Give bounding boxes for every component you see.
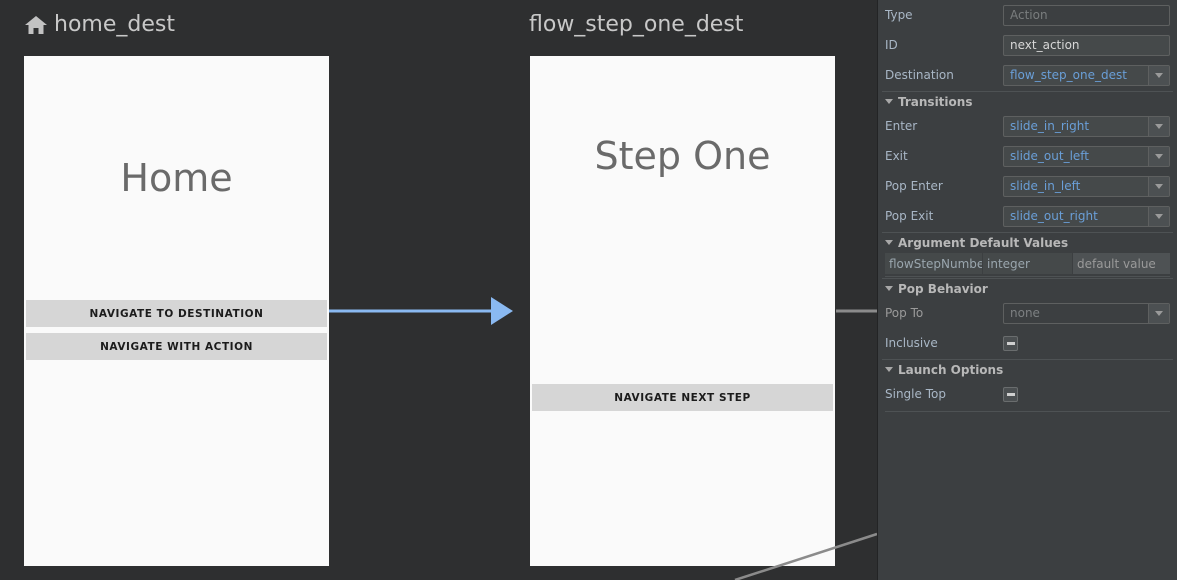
section-title: Argument Default Values xyxy=(898,235,1069,250)
destination-label: home_dest xyxy=(54,12,175,37)
chevron-down-icon[interactable] xyxy=(1148,146,1169,166)
preview-button-navigate-to-destination[interactable]: NAVIGATE TO DESTINATION xyxy=(26,300,327,327)
triangle-down-icon[interactable] xyxy=(885,99,893,104)
pop-exit-transition-value: slide_out_right xyxy=(1010,208,1098,223)
inclusive-checkbox[interactable] xyxy=(1003,335,1018,351)
property-row-enter[interactable]: Enter slide_in_right xyxy=(882,111,1173,141)
enter-transition-value: slide_in_right xyxy=(1010,118,1090,133)
argument-name-cell[interactable]: flowStepNumbe xyxy=(885,253,983,274)
chevron-down-icon[interactable] xyxy=(1148,116,1169,136)
checkbox-indeterminate-icon xyxy=(1006,341,1015,345)
section-title: Launch Options xyxy=(898,362,1004,377)
navigation-graph-canvas[interactable]: home_dest Home NAVIGATE TO DESTINATION N… xyxy=(0,0,877,580)
enter-transition-dropdown[interactable]: slide_in_right xyxy=(1003,115,1170,137)
property-label-pop-exit: Pop Exit xyxy=(885,209,934,223)
argument-default-value-cell[interactable]: default value xyxy=(1073,253,1170,274)
chevron-down-icon[interactable] xyxy=(1148,65,1169,85)
argument-table-divider xyxy=(885,276,1170,277)
checkbox-indeterminate-icon xyxy=(1006,392,1015,396)
screen-title-home: Home xyxy=(120,156,233,200)
destination-preview-flow-step-one-dest[interactable]: Step One NAVIGATE NEXT STEP xyxy=(530,56,835,566)
section-header-launch-options[interactable]: Launch Options xyxy=(882,359,1173,379)
screen-title-step-one: Step One xyxy=(594,134,771,178)
properties-panel[interactable]: Type Action ID next_action Destination f… xyxy=(877,0,1177,580)
property-label-pop-to: Pop To xyxy=(885,306,924,320)
id-input[interactable]: next_action xyxy=(1003,34,1170,56)
exit-transition-dropdown[interactable]: slide_out_left xyxy=(1003,145,1170,167)
property-label-pop-enter: Pop Enter xyxy=(885,179,943,193)
destination-title-flow-step-one-dest: flow_step_one_dest xyxy=(529,12,743,37)
destination-preview-home-dest[interactable]: Home NAVIGATE TO DESTINATION NAVIGATE WI… xyxy=(24,56,329,566)
property-label-destination: Destination xyxy=(885,68,954,82)
property-label-single-top: Single Top xyxy=(885,387,946,401)
single-top-checkbox[interactable] xyxy=(1003,386,1018,402)
triangle-down-icon[interactable] xyxy=(885,240,893,245)
exit-transition-value: slide_out_left xyxy=(1010,148,1090,163)
pop-enter-transition-value: slide_in_left xyxy=(1010,178,1081,193)
destination-label: flow_step_one_dest xyxy=(529,12,744,37)
section-header-transitions[interactable]: Transitions xyxy=(882,91,1173,111)
launch-options-divider xyxy=(885,411,1170,412)
destination-title-home-dest: home_dest xyxy=(24,12,175,37)
property-label-inclusive: Inclusive xyxy=(885,336,938,350)
property-row-pop-exit[interactable]: Pop Exit slide_out_right xyxy=(882,201,1173,231)
pop-exit-transition-dropdown[interactable]: slide_out_right xyxy=(1003,205,1170,227)
property-row-pop-enter[interactable]: Pop Enter slide_in_left xyxy=(882,171,1173,201)
triangle-down-icon[interactable] xyxy=(885,367,893,372)
pop-enter-transition-dropdown[interactable]: slide_in_left xyxy=(1003,175,1170,197)
property-row-destination[interactable]: Destination flow_step_one_dest xyxy=(882,60,1173,90)
section-title: Transitions xyxy=(898,94,973,109)
property-row-pop-to[interactable]: Pop To none xyxy=(882,298,1173,328)
connection-home-to-flow-step-one[interactable] xyxy=(329,297,513,325)
chevron-down-icon[interactable] xyxy=(1148,303,1169,323)
property-label-exit: Exit xyxy=(885,149,908,163)
property-label-enter: Enter xyxy=(885,119,918,133)
section-header-pop-behavior[interactable]: Pop Behavior xyxy=(882,278,1173,298)
pop-to-dropdown[interactable]: none xyxy=(1003,302,1170,324)
pop-to-value: none xyxy=(1010,305,1040,320)
chevron-down-icon[interactable] xyxy=(1148,176,1169,196)
type-field: Action xyxy=(1003,4,1170,26)
preview-button-navigate-next-step[interactable]: NAVIGATE NEXT STEP xyxy=(532,384,833,411)
section-header-argument-default-values[interactable]: Argument Default Values xyxy=(882,232,1173,252)
property-row-exit[interactable]: Exit slide_out_left xyxy=(882,141,1173,171)
property-row-inclusive[interactable]: Inclusive xyxy=(882,328,1173,358)
property-row-id[interactable]: ID next_action xyxy=(882,30,1173,60)
argument-table-row[interactable]: flowStepNumbe integer default value xyxy=(885,253,1170,274)
property-label-id: ID xyxy=(885,38,898,52)
section-title: Pop Behavior xyxy=(898,281,988,296)
argument-type-cell[interactable]: integer xyxy=(983,253,1073,274)
preview-button-navigate-with-action[interactable]: NAVIGATE WITH ACTION xyxy=(26,333,327,360)
destination-dropdown-value: flow_step_one_dest xyxy=(1010,67,1127,82)
chevron-down-icon[interactable] xyxy=(1148,206,1169,226)
home-icon xyxy=(24,14,48,36)
property-row-single-top[interactable]: Single Top xyxy=(882,379,1173,409)
property-label-type: Type xyxy=(885,8,913,22)
triangle-down-icon[interactable] xyxy=(885,286,893,291)
destination-dropdown[interactable]: flow_step_one_dest xyxy=(1003,64,1170,86)
property-row-type[interactable]: Type Action xyxy=(882,0,1173,30)
